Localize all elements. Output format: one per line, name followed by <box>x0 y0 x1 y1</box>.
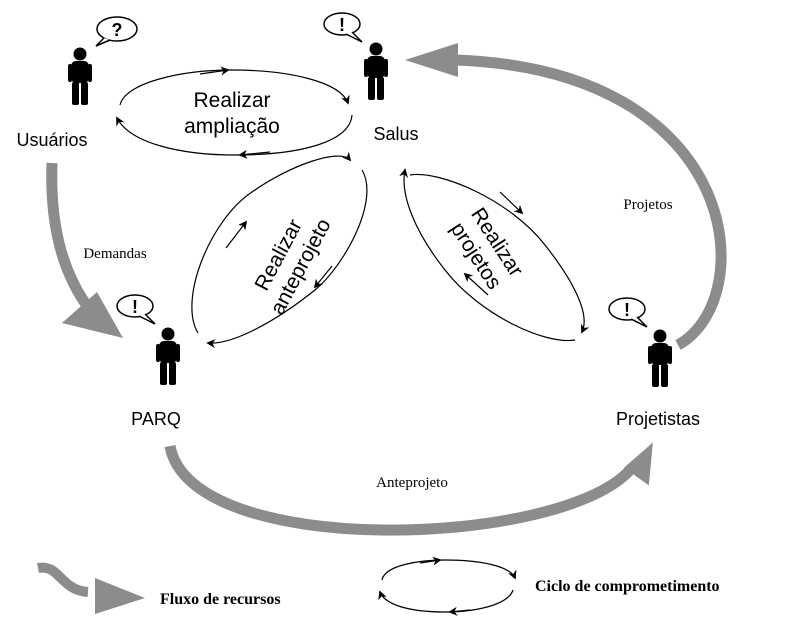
legend-cycle-icon <box>378 556 517 616</box>
person-icon <box>156 327 180 385</box>
exclamation-bubble-icon: ! <box>608 297 648 328</box>
svg-text:Realizar: Realizar <box>193 89 270 112</box>
person-icon <box>68 47 92 105</box>
actor-label-usuarios: Usuários <box>16 130 87 150</box>
question-bubble-icon: ? <box>95 16 138 47</box>
actor-salus: ! Salus <box>323 12 419 144</box>
flow-demandas <box>46 162 123 338</box>
svg-text:!: ! <box>339 15 345 35</box>
cycle-ampliacao <box>116 66 353 159</box>
actor-label-salus: Salus <box>373 124 418 144</box>
flow-label-projetos: Projetos <box>623 197 672 213</box>
cycle-label-ampliacao: Realizar ampliação <box>184 89 280 138</box>
legend: Fluxo de recursos Ciclo de comprometimen… <box>37 556 720 616</box>
actor-projetistas: ! Projetistas <box>608 297 700 429</box>
cycle-label-projetos: Realizar projetos <box>446 204 528 294</box>
exclamation-bubble-icon: ! <box>116 294 156 325</box>
actor-label-parq: PARQ <box>131 409 181 429</box>
person-icon <box>364 42 388 100</box>
flow-label-anteprojeto: Anteprojeto <box>376 475 448 491</box>
legend-flow-icon <box>37 562 145 614</box>
flow-projetos <box>405 43 727 350</box>
cycle-projetos <box>399 168 590 342</box>
svg-text:!: ! <box>132 297 138 317</box>
svg-text:ampliação: ampliação <box>184 115 280 138</box>
actor-label-projetistas: Projetistas <box>616 409 700 429</box>
person-icon <box>648 329 672 387</box>
flow-label-demandas: Demandas <box>83 246 146 262</box>
actor-parq: ! PARQ <box>116 294 181 429</box>
cycle-anteprojeto <box>191 151 368 349</box>
cycle-label-anteprojeto: Realizar anteprojeto <box>250 215 335 319</box>
flow-anteprojeto <box>164 442 653 536</box>
exclamation-bubble-icon: ! <box>323 12 363 43</box>
svg-text:!: ! <box>624 300 630 320</box>
svg-text:?: ? <box>112 20 123 40</box>
legend-cycle-label: Ciclo de comprometimento <box>535 578 720 595</box>
actor-usuarios: ? Usuários <box>16 16 138 150</box>
legend-flow-label: Fluxo de recursos <box>160 591 281 608</box>
